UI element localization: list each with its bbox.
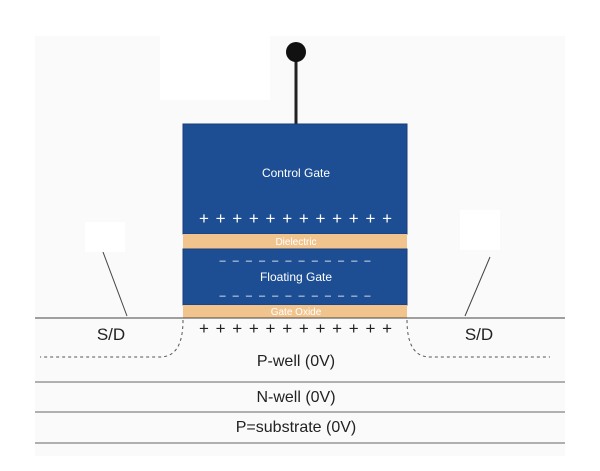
channel-positive-charges: + + + + + + + + + + + +: [199, 319, 393, 338]
gate-terminal-node: [286, 42, 306, 62]
p-well-label: P-well (0V): [257, 353, 335, 370]
floating-gate-label: Floating Gate: [260, 270, 332, 284]
sd-left-label: S/D: [97, 325, 125, 344]
dielectric-layer: [183, 234, 407, 249]
dielectric-label: Dielectric: [275, 237, 316, 248]
sd-left-pointer-line: [102, 251, 128, 317]
sd-right-junction-boundary: [406, 319, 550, 358]
sd-right-label: S/D: [465, 325, 493, 344]
backdrop-notch: [160, 20, 270, 100]
gate-oxide-layer: [183, 305, 407, 318]
backdrop-patch-left: [85, 222, 125, 252]
sd-left-junction-boundary: [40, 319, 184, 358]
p-substrate-label: P=substrate (0V): [236, 419, 357, 436]
sd-right-pointer-line: [464, 256, 491, 317]
gate-oxide-label: Gate Oxide: [271, 307, 322, 318]
floating-gate-negative-charges-row-3: – – – – – – – – – – – –: [219, 290, 372, 302]
n-well-label: N-well (0V): [256, 389, 335, 406]
control-gate-label: Control Gate: [262, 166, 330, 180]
floating-gate-negative-charges-row-1: – – – – – – – – – – – –: [219, 255, 372, 267]
control-gate-positive-charges: + + + + + + + + + + + +: [199, 209, 393, 228]
floating-gate-block: [182, 248, 408, 306]
control-gate-block: [182, 123, 408, 235]
backdrop-patch-right: [460, 210, 500, 250]
